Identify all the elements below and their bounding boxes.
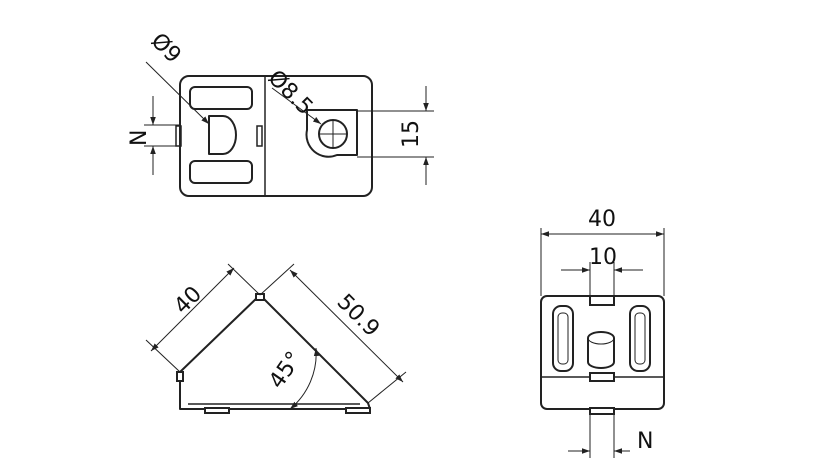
key-recess — [208, 115, 237, 155]
leg-label: 40 — [170, 282, 207, 319]
hyp-dim-line — [289, 269, 404, 383]
width-label: 40 — [588, 207, 616, 232]
left-notch — [175, 125, 182, 147]
angle-arc — [289, 347, 320, 410]
upper-slot — [189, 86, 253, 110]
front-right-slot-inner — [634, 312, 646, 365]
dia-small-label: Ø9 — [146, 29, 186, 69]
key-width-label: 10 — [589, 245, 617, 270]
leg-extension-2 — [145, 339, 181, 373]
hypotenuse-label: 50.9 — [332, 290, 384, 342]
front-left-slot-inner — [557, 312, 569, 365]
dia-large-leader — [271, 87, 322, 125]
front-view: 40 10 N — [540, 207, 665, 458]
leg-dim-line — [150, 267, 235, 352]
side-tab-left — [176, 371, 184, 382]
height-label: 15 — [399, 120, 424, 148]
top-view: Ø9 Ø8.5 N 15 — [127, 29, 434, 197]
front-right-slot — [629, 305, 651, 372]
offset-n-label: N — [127, 130, 152, 146]
front-key-top — [589, 295, 615, 306]
side-foot-right — [345, 407, 371, 414]
side-foot-left — [204, 407, 230, 414]
front-offset-n-label: N — [637, 429, 653, 454]
side-view: 40 50.9 45° — [145, 263, 407, 414]
front-foot — [589, 407, 615, 415]
side-tab-top — [255, 293, 265, 301]
front-key-bottom — [589, 372, 615, 382]
right-notch — [256, 125, 263, 147]
hyp-extension-2 — [367, 371, 407, 404]
hyp-extension-1 — [259, 263, 295, 296]
dia-small-leader — [145, 61, 210, 125]
lower-slot — [189, 160, 253, 184]
front-pin — [587, 331, 615, 369]
front-pin-top-edge — [587, 337, 615, 345]
front-left-slot — [552, 305, 574, 372]
